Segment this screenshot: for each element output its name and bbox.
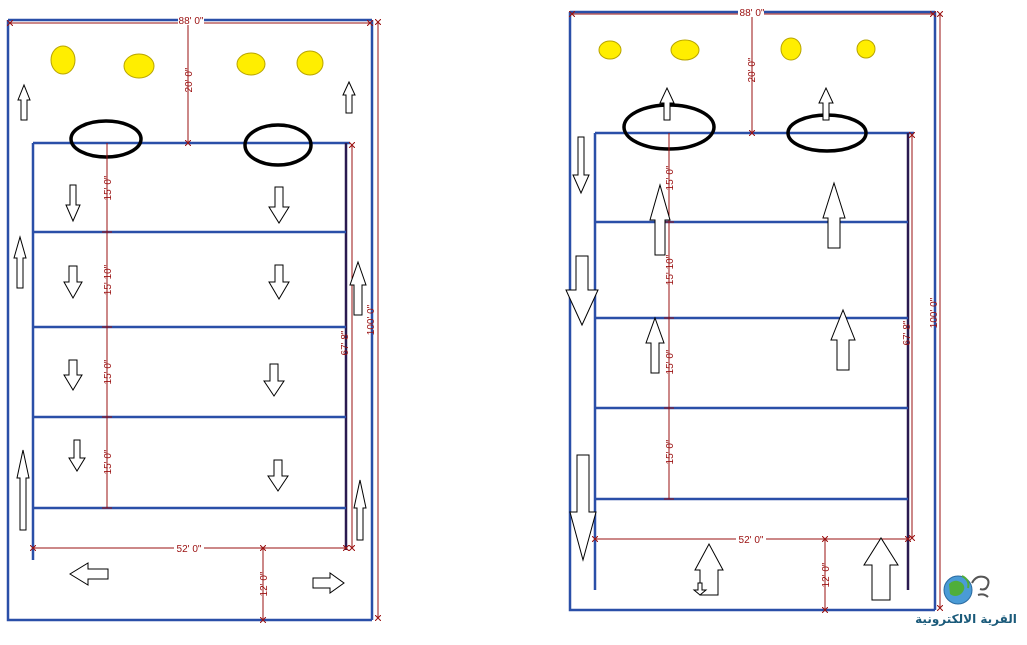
dim-inner-width: 52' 0": [739, 535, 764, 546]
light-4: [856, 39, 876, 59]
light-2: [670, 39, 700, 61]
dim-top-offset: 20' 0": [747, 57, 758, 82]
light-3: [780, 37, 802, 61]
dim-top-width: 88' 0": [740, 8, 765, 19]
arrow-up-icon: [342, 80, 356, 114]
arrow-down-icon: [572, 136, 590, 195]
dimension-lines: [10, 22, 378, 620]
row-lines: [33, 230, 346, 510]
dim-row-3: 15' 0": [103, 359, 114, 384]
arrow-down-icon: [63, 265, 83, 300]
light-4: [296, 50, 324, 76]
lights: [598, 37, 876, 61]
lights: [50, 45, 324, 79]
arrow-up-icon: [863, 537, 899, 601]
light-1: [50, 45, 76, 75]
arrow-up-icon: [16, 449, 30, 531]
row-lines: [595, 220, 908, 501]
flow-arrows: [565, 86, 899, 601]
dim-bottom-offset: 12' 0": [259, 571, 270, 596]
arrow-right-icon: [312, 572, 345, 594]
arrow-down-icon: [63, 359, 83, 391]
rings: [69, 119, 313, 167]
arrow-down-icon: [569, 454, 597, 562]
arrow-down-icon: [68, 439, 86, 472]
dim-top-width: 88' 0": [179, 16, 204, 27]
dim-row-1: 15' 0": [665, 165, 676, 190]
dim-row-2: 15' 10": [103, 264, 114, 295]
arrow-down-icon: [263, 363, 285, 397]
arrow-up-icon: [694, 542, 724, 596]
dim-outer-height: 100' 0": [929, 297, 940, 328]
arrow-up-icon: [349, 260, 367, 316]
dim-inner-width: 52' 0": [177, 544, 202, 555]
light-2: [123, 53, 155, 79]
arrow-down-icon: [692, 582, 708, 596]
outer-boundary: [6, 18, 374, 622]
arrow-down-icon: [268, 264, 290, 300]
dim-row-1: 15' 0": [103, 175, 114, 200]
ring-2: [243, 123, 313, 167]
plan-left: 88' 0" 20' 0" 15' 0" 15' 10" 15' 0" 15' …: [6, 15, 378, 622]
inner-frame: [593, 131, 914, 590]
dimension-lines: [572, 14, 940, 610]
arrow-up-icon: [822, 181, 846, 249]
dim-outer-height: 100' 0": [366, 304, 377, 335]
arrow-up-icon: [353, 479, 367, 541]
arrow-up-icon: [649, 183, 671, 256]
logo-text: القرية الالكترونية: [915, 612, 1017, 626]
arrow-up-icon: [17, 83, 31, 121]
dim-row-2: 15' 10": [665, 254, 676, 285]
dim-top-offset: 20' 0": [184, 67, 195, 92]
dim-inner-height: 67' 8": [902, 320, 913, 345]
flow-arrows: [13, 80, 367, 594]
light-1: [598, 40, 622, 60]
arrow-up-icon: [659, 86, 675, 121]
ring-1: [69, 119, 143, 159]
dim-row-3: 15' 0": [665, 349, 676, 374]
dim-inner-height: 67' 8": [340, 330, 351, 355]
arrow-left-icon: [69, 562, 109, 586]
dim-row-4: 15' 0": [103, 449, 114, 474]
arrow-down-icon: [268, 186, 290, 224]
arrow-down-icon: [565, 255, 599, 327]
arrow-down-icon: [267, 459, 289, 492]
arrow-up-icon: [645, 316, 665, 374]
arrow-up-icon: [818, 86, 834, 121]
site-logo: [943, 575, 990, 605]
arrow-down-icon: [65, 184, 81, 223]
light-3: [236, 52, 266, 76]
rings: [622, 103, 868, 153]
dim-row-4: 15' 0": [665, 439, 676, 464]
plan-right: 88' 0" 20' 0" 15' 0" 15' 10" 15' 0" 15' …: [565, 7, 940, 610]
inner-frame: [31, 141, 350, 560]
arrow-up-icon: [13, 235, 27, 289]
arrow-up-icon: [830, 308, 856, 371]
dim-bottom-offset: 12' 0": [821, 562, 832, 587]
